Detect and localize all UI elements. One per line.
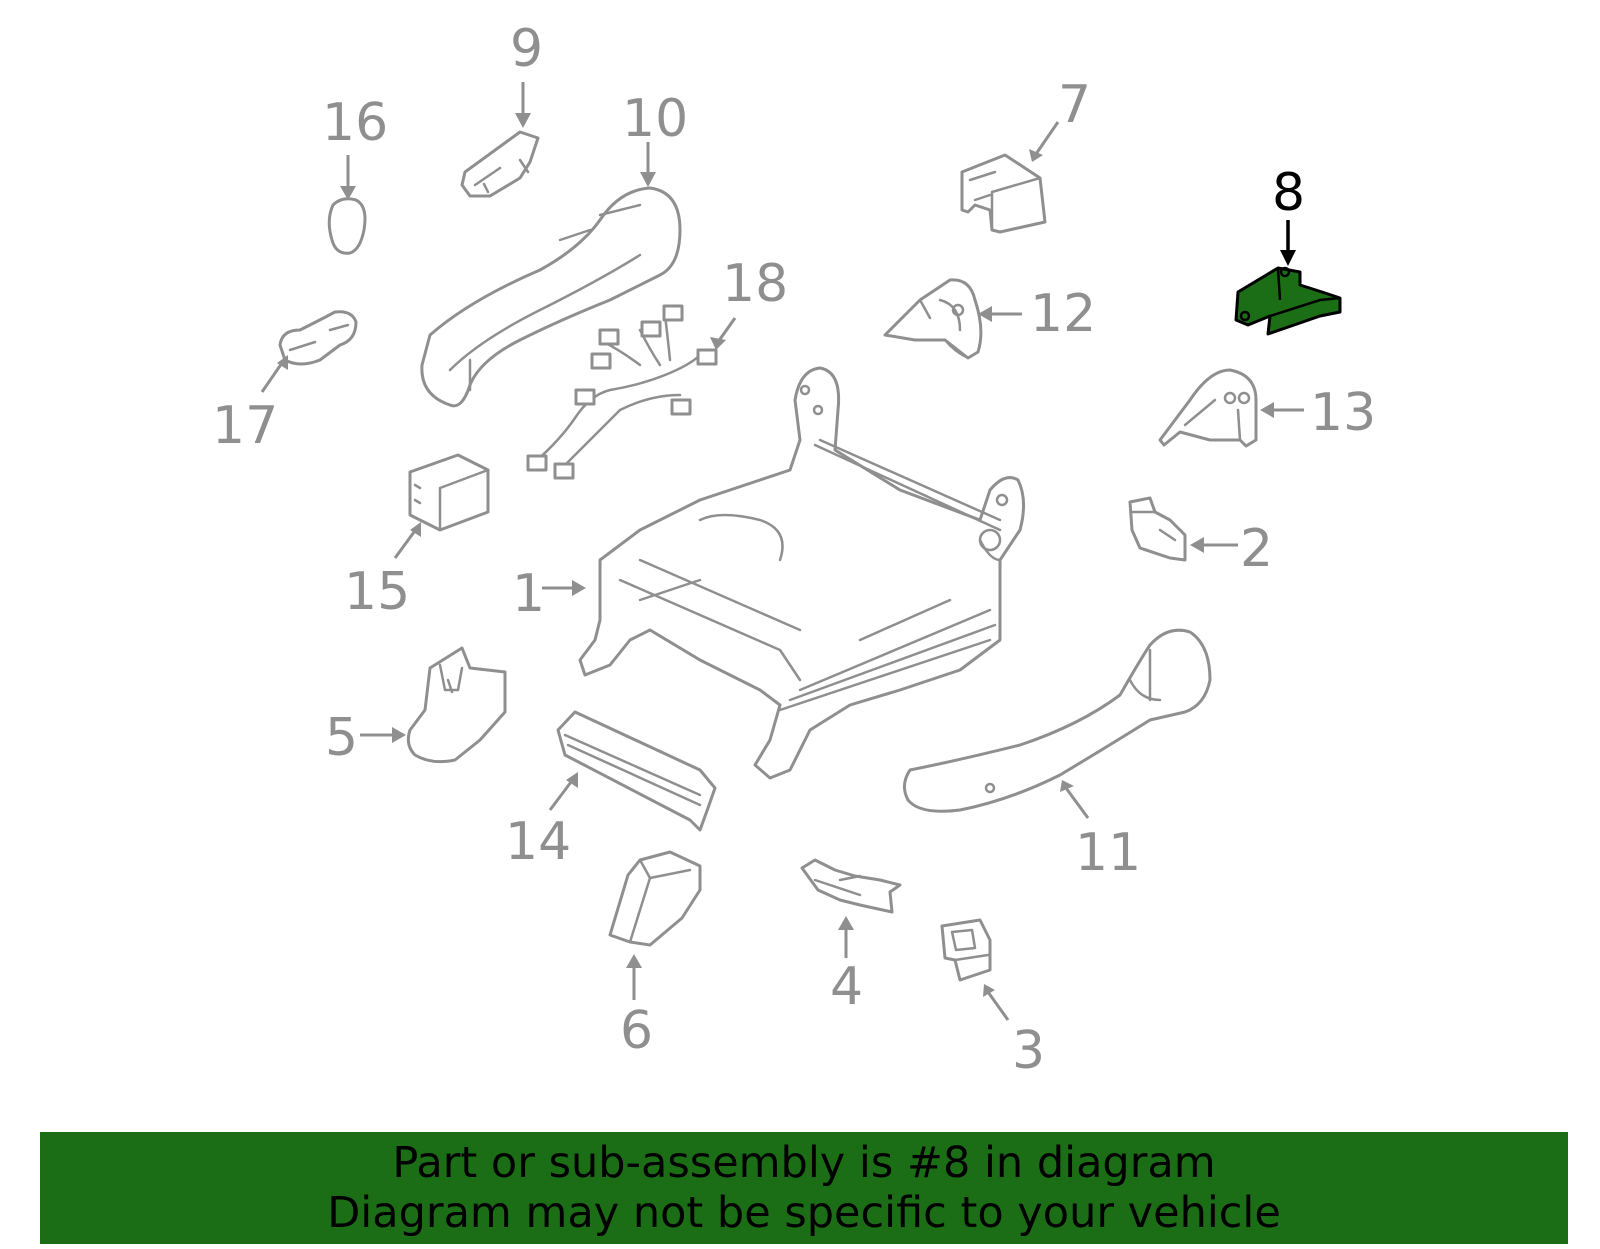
- part-4: 4: [800, 858, 902, 1017]
- callout-13: 13: [1310, 383, 1376, 443]
- callout-16: 16: [322, 93, 388, 153]
- callout-1: 1: [512, 564, 545, 624]
- part-11: 11: [903, 628, 1212, 883]
- callout-4: 4: [830, 957, 863, 1017]
- callout-2: 2: [1240, 519, 1273, 579]
- callout-15: 15: [344, 562, 410, 622]
- part-14: 14: [505, 710, 717, 872]
- part-2: 2: [1128, 496, 1273, 579]
- part-3: 3: [940, 918, 1045, 1081]
- part-5: 5: [325, 646, 507, 768]
- part-6: 6: [608, 850, 702, 1061]
- part-1: 1: [512, 366, 1025, 780]
- part-16: 16: [322, 93, 388, 255]
- callout-5: 5: [325, 708, 358, 768]
- banner-line-2: Diagram may not be specific to your vehi…: [327, 1188, 1281, 1238]
- part-7: 7: [960, 75, 1091, 234]
- callout-6: 6: [620, 1001, 653, 1061]
- part-9: 9: [460, 19, 543, 198]
- part-13: 13: [1158, 368, 1376, 448]
- part-12: 12: [883, 278, 1096, 360]
- part-10: 10: [420, 89, 688, 408]
- callout-3: 3: [1012, 1021, 1045, 1081]
- part-18: 18: [526, 254, 788, 480]
- banner-line-1: Part or sub-assembly is #8 in diagram: [392, 1138, 1216, 1188]
- part-17: 17: [212, 310, 358, 456]
- callout-9: 9: [510, 19, 543, 79]
- callout-18: 18: [722, 254, 788, 314]
- callout-14: 14: [505, 812, 571, 872]
- parts-diagram: 16 9 10 17 18: [212, 19, 1376, 1081]
- callout-11: 11: [1075, 823, 1141, 883]
- info-banner: Part or sub-assembly is #8 in diagram Di…: [40, 1132, 1568, 1244]
- callout-7: 7: [1058, 75, 1091, 135]
- callout-10: 10: [622, 89, 688, 149]
- part-15: 15: [344, 453, 490, 622]
- callout-8: 8: [1272, 163, 1305, 223]
- part-8: 8: [1234, 163, 1342, 336]
- callout-17: 17: [212, 396, 278, 456]
- callout-12: 12: [1030, 284, 1096, 344]
